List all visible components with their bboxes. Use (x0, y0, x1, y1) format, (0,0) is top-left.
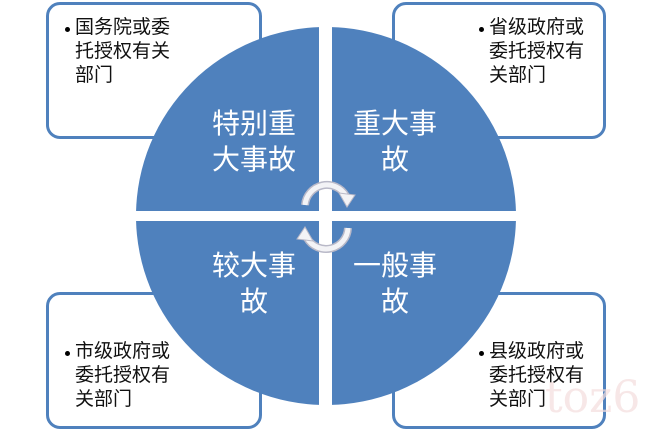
bullet-icon (65, 351, 70, 356)
quadrant-label-bottom-left: 较大事故 (211, 249, 296, 318)
callout-text-top-left: 国务院或委托授权有关部门 (75, 16, 171, 86)
quadrant-bottom-right (332, 221, 516, 405)
quadrant-label-top-right: 重大事故 (352, 107, 437, 176)
bullet-icon (65, 27, 70, 32)
quadrant-label-bottom-right: 一般事故 (352, 249, 437, 318)
bullet-icon (479, 351, 484, 356)
watermark: toz6 (545, 372, 641, 423)
quadrant-top-left (136, 27, 319, 211)
callout-text-top-right: 省级政府或委托授权有关部门 (489, 16, 585, 86)
bullet-icon (479, 27, 484, 32)
callout-text-bottom-right: 县级政府或委托授权有关部门 (489, 340, 585, 410)
quadrant-label-top-left: 特别重大事故 (211, 107, 296, 176)
cycle-arrows-icon (296, 180, 356, 253)
callout-text-bottom-left: 市级政府或委托授权有关部门 (75, 340, 171, 410)
quadrant-bottom-left (136, 221, 319, 405)
quadrant-top-right (332, 27, 516, 211)
